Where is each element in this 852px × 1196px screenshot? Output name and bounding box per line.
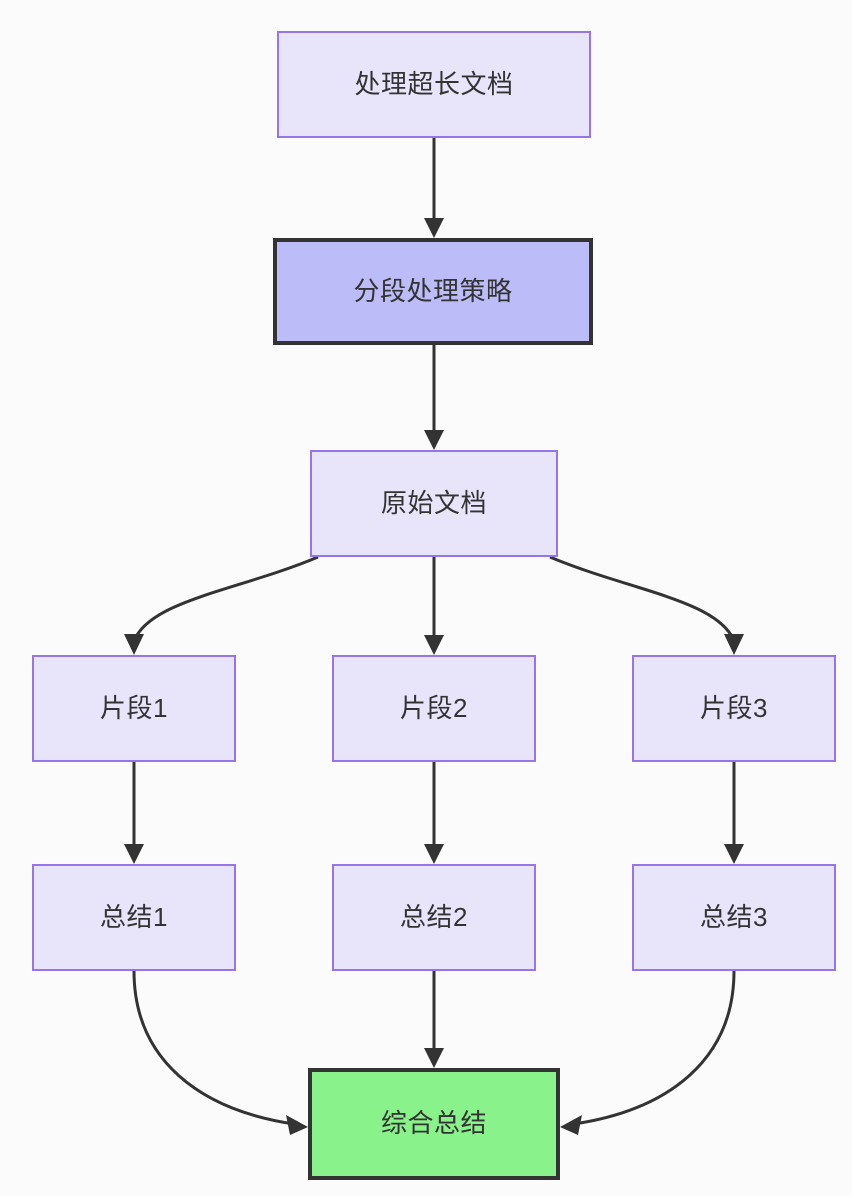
node-process-long-document[interactable]: 处理超长文档 [277,31,591,138]
node-label: 片段2 [400,692,468,723]
arrowhead-fragment3-to-summary3 [724,844,744,864]
node-summary-3[interactable]: 总结3 [632,864,836,971]
arrowhead-source-to-fragment3 [724,634,744,655]
node-label: 原始文档 [380,487,487,518]
arrowhead-process-to-strategy [424,218,444,238]
edge-summary3-to-final [573,970,736,1126]
arrowhead-fragment2-to-summary2 [424,844,444,864]
node-label: 处理超长文档 [354,68,514,99]
node-label: 总结2 [400,901,468,932]
node-fragment-2[interactable]: 片段2 [332,655,536,762]
node-label: 分段处理策略 [353,275,513,306]
arrowhead-summary1-to-final [286,1115,308,1135]
node-fragment-3[interactable]: 片段3 [632,655,836,762]
arrowhead-source-to-fragment1 [124,634,144,655]
node-summary-2[interactable]: 总结2 [332,864,536,971]
node-label: 片段3 [700,692,768,723]
node-source-document[interactable]: 原始文档 [310,450,558,557]
edge-summary1-to-final [132,970,295,1126]
node-final-summary[interactable]: 综合总结 [308,1068,560,1180]
arrowhead-strategy-to-source [424,430,444,450]
node-chunking-strategy[interactable]: 分段处理策略 [273,238,593,345]
edge-source-to-fragment3 [549,555,736,642]
arrowhead-source-to-fragment2 [424,635,444,655]
arrowhead-summary2-to-final [424,1048,444,1068]
node-label: 总结1 [100,901,168,932]
edge-source-to-fragment1 [132,555,319,642]
node-label: 片段1 [100,692,168,723]
node-summary-1[interactable]: 总结1 [32,864,236,971]
node-fragment-1[interactable]: 片段1 [32,655,236,762]
node-label: 综合总结 [380,1108,487,1139]
arrowhead-summary3-to-final [560,1115,582,1135]
node-label: 总结3 [700,901,768,932]
arrowhead-fragment1-to-summary1 [124,844,144,864]
